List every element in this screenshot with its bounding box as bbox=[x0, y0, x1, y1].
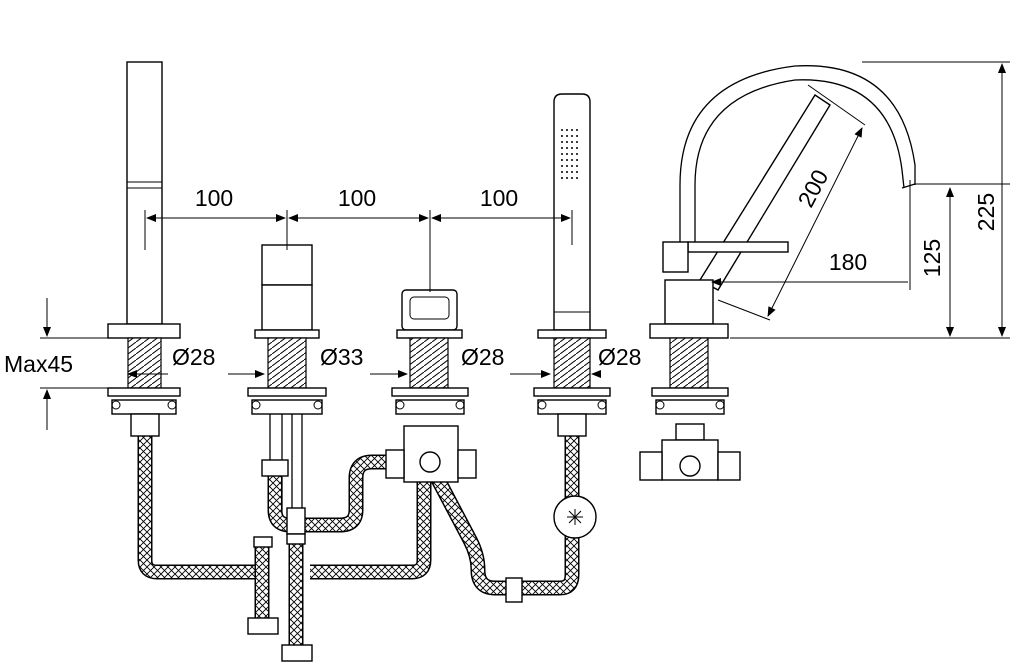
label-total-height: 225 bbox=[973, 193, 999, 231]
label-dia-mixer: Ø33 bbox=[320, 344, 363, 370]
label-spout-height: 125 bbox=[919, 239, 945, 277]
dimension-lines bbox=[40, 61, 1010, 430]
spray-face bbox=[561, 129, 578, 179]
label-dia-right: Ø28 bbox=[598, 344, 641, 370]
label-max-deck: Max45 bbox=[4, 351, 73, 377]
dimension-labels: 100 100 100 Ø28 Ø33 Ø28 Ø28 Max45 200 18… bbox=[4, 165, 999, 377]
label-spacing-2: 100 bbox=[338, 185, 376, 211]
label-spacing-3: 100 bbox=[480, 185, 518, 211]
hand-shower-left bbox=[107, 61, 181, 437]
label-spout-reach: 180 bbox=[829, 249, 867, 275]
bath-spout bbox=[639, 65, 916, 481]
label-dia-left: Ø28 bbox=[172, 344, 215, 370]
diverter-valve bbox=[385, 289, 477, 483]
label-dia-diverter: Ø28 bbox=[461, 344, 504, 370]
mixer-valve bbox=[247, 244, 327, 662]
label-spacing-1: 100 bbox=[195, 185, 233, 211]
label-spout-length: 200 bbox=[792, 165, 833, 211]
hand-shower-right bbox=[505, 93, 611, 603]
